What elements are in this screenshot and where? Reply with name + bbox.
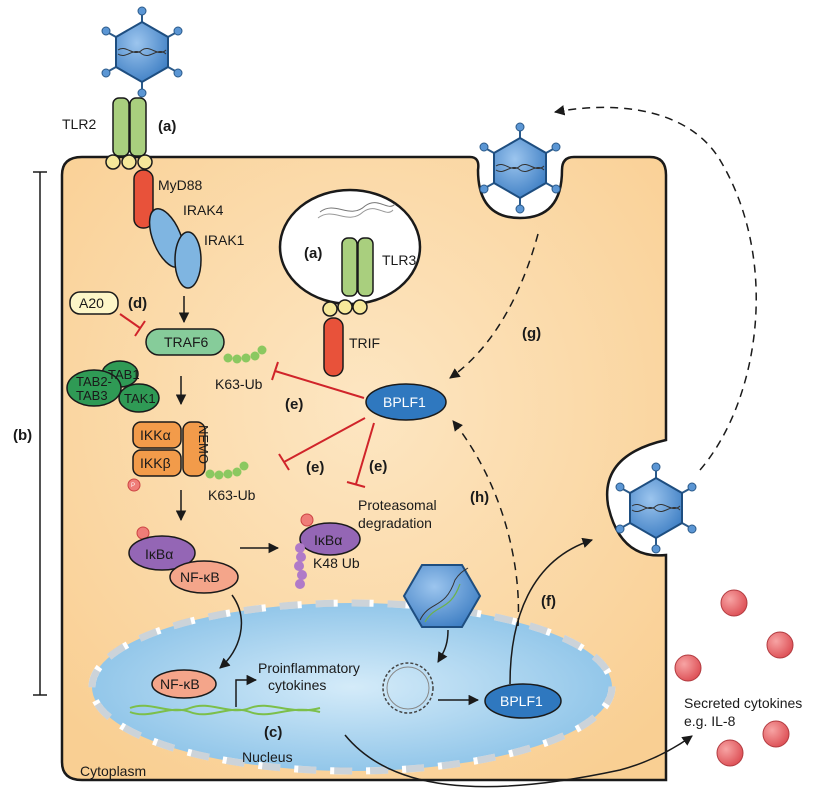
bracket-b: (b)	[13, 171, 47, 696]
arrow-virus-episome	[437, 629, 449, 663]
label-k63-bottom: K63-Ub	[208, 487, 256, 503]
ikba-shape	[128, 535, 196, 571]
secreted-cytokines	[674, 589, 794, 767]
label-cytoplasm: Cytoplasm	[80, 763, 146, 779]
label-nfkb-nuc: NF-κB	[160, 676, 200, 692]
label-proinflam-2: cytokines	[268, 677, 326, 693]
label-ikkb: IKKβ	[140, 455, 171, 471]
arrow-cytokine-secretion	[344, 734, 693, 788]
arrow-transcription	[235, 674, 258, 707]
arrow-f	[509, 537, 593, 685]
label-e3: (e)	[369, 458, 387, 475]
label-nucleus: Nucleus	[242, 749, 293, 765]
phospho-ikk: P	[131, 483, 135, 489]
label-myd88: MyD88	[158, 177, 203, 193]
ikba-ubiquitinated-shape	[299, 522, 361, 556]
inhibit-a20-traf6	[119, 313, 141, 329]
label-nfkb: NF-κB	[180, 569, 220, 585]
inhibit-bplf1-proteasome	[346, 422, 375, 488]
label-a-endo: (a)	[304, 245, 322, 262]
k48-ub-chain	[294, 543, 307, 589]
label-e1: (e)	[285, 396, 303, 413]
viral-episome	[382, 662, 434, 714]
bplf1-shape	[365, 383, 447, 421]
label-ikba: IκBα	[145, 546, 173, 562]
label-bplf1: BPLF1	[383, 394, 426, 410]
phospho-ikba-2	[300, 513, 314, 527]
label-b: (b)	[13, 427, 32, 444]
nfkb-shape	[169, 560, 239, 594]
arrow-reinfection	[553, 105, 757, 471]
inhibit-bplf1-ikk	[278, 417, 366, 471]
tlr2-receptor	[105, 97, 153, 170]
virus-budding	[615, 462, 697, 554]
label-bplf1-nuc: BPLF1	[500, 693, 543, 709]
arrow-nfkb-translocation	[219, 594, 243, 669]
label-k48: K48 Ub	[313, 555, 360, 571]
dna-strand	[129, 704, 321, 712]
label-tlr2: TLR2	[62, 116, 96, 132]
label-tab1: TAB1	[108, 367, 140, 382]
label-tab3: TAB3	[76, 388, 108, 403]
label-secreted-1: Secreted cytokines	[684, 695, 802, 711]
label-h: (h)	[470, 489, 489, 506]
label-trif: TRIF	[349, 335, 380, 351]
virus-capsid-inner	[402, 564, 482, 628]
myd88-shape	[133, 169, 154, 229]
tab-tak-complex: TAB1 TAB2- TAB3 TAK1	[66, 360, 160, 413]
label-proteasomal-2: degradation	[358, 515, 432, 531]
traf6-shape	[145, 328, 225, 356]
label-tab2: TAB2-	[76, 374, 112, 389]
a20-box	[69, 291, 119, 315]
label-ikba-2: IκBα	[314, 532, 342, 548]
label-tlr3: TLR3	[382, 252, 416, 268]
trif-shape	[323, 317, 344, 377]
label-nemo: NEMO	[196, 425, 211, 464]
inhibit-bplf1-traf6	[271, 361, 365, 399]
tlr3-receptor	[322, 237, 374, 317]
label-proinflam-1: Proinflammatory	[258, 660, 360, 676]
label-k63-top: K63-Ub	[215, 376, 263, 392]
label-d: (d)	[128, 295, 147, 312]
label-irak1: IRAK1	[204, 232, 245, 248]
bplf1-nuclear-shape	[484, 683, 562, 719]
arrow-g	[449, 233, 539, 379]
label-proteasomal-1: Proteasomal	[358, 497, 437, 513]
label-tak1: TAK1	[124, 391, 156, 406]
label-traf6: TRAF6	[164, 334, 209, 350]
label-ikka: IKKα	[140, 427, 171, 443]
irak1-shape	[174, 231, 202, 289]
nfkb-nuclear-shape	[151, 669, 217, 699]
label-a-top: (a)	[158, 118, 176, 135]
nucleus	[88, 599, 616, 775]
label-c: (c)	[264, 724, 282, 741]
label-irak4: IRAK4	[183, 202, 224, 218]
label-f: (f)	[541, 593, 556, 610]
ikk-complex: IKKα IKKβ NEMO P	[127, 421, 211, 492]
virus-endocytosis	[479, 122, 561, 214]
label-g: (g)	[522, 325, 541, 342]
label-secreted-2: e.g. IL-8	[684, 713, 736, 729]
label-e2: (e)	[306, 459, 324, 476]
virus-top	[101, 6, 183, 98]
label-a20: A20	[79, 295, 104, 311]
